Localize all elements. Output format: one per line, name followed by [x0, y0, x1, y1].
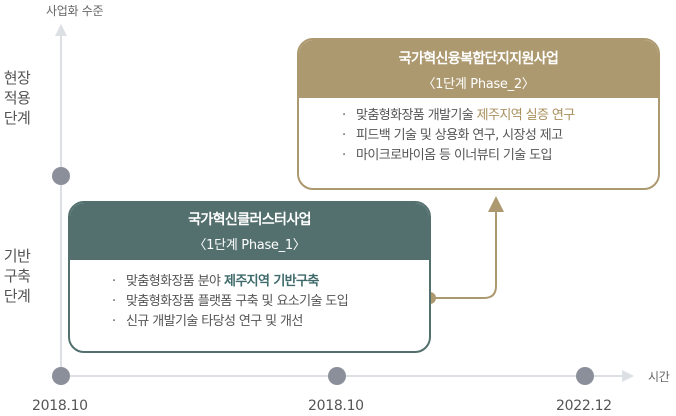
item-text: 맞춤형화장품 개발기술: [356, 108, 477, 123]
list-item: · 신규 개발기술 타당성 연구 및 개선: [112, 312, 429, 332]
timeline-dot-3: [576, 367, 594, 385]
list-item: · 마이크로바이옴 등 이너뷰티 기술 도입: [342, 146, 658, 166]
tick-label-1: 2018.10: [32, 398, 88, 414]
bullet-mark: ·: [112, 274, 116, 289]
level-label-line: 구축: [3, 267, 31, 285]
level-label-field: 현장 적용 단계: [0, 68, 37, 128]
phase-2-title: 국가혁신융복합단지지원사업: [398, 51, 559, 67]
x-axis-arrow: [622, 370, 634, 382]
list-item: · 맞춤형화장품 분야 제주지역 기반구축: [112, 272, 429, 292]
item-text: 마이크로바이옴 등 이너뷰티 기술 도입: [356, 148, 552, 163]
item-text: 신규 개발기술 타당성 연구 및 개선: [126, 314, 303, 329]
y-axis-title: 사업화 수준: [46, 4, 104, 18]
level-label-line: 단계: [3, 109, 31, 127]
phase-1-subtitle: 〈1단계 Phase_1〉: [193, 238, 306, 253]
phase-1-title: 국가혁신클러스터사업: [188, 212, 311, 228]
phase-1-header: 국가혁신클러스터사업 〈1단계 Phase_1〉: [70, 203, 429, 260]
item-text: 피드백 기술 및 상용화 연구, 시장성 제고: [356, 128, 563, 143]
level-label-line: 단계: [3, 287, 31, 305]
item-text: 맞춤형화장품 플랫폼 구축 및 요소기술 도입: [126, 294, 349, 309]
bullet-mark: ·: [112, 294, 116, 309]
bullet-mark: ·: [112, 314, 116, 329]
list-item: · 맞춤형화장품 플랫폼 구축 및 요소기술 도입: [112, 292, 429, 312]
phase-1-card: 국가혁신클러스터사업 〈1단계 Phase_1〉 · 맞춤형화장품 분야 제주지역…: [68, 201, 431, 353]
phase-2-subtitle: 〈1단계 Phase_2〉: [422, 77, 535, 92]
list-item: · 피드백 기술 및 상용화 연구, 시장성 제고: [342, 126, 658, 146]
tick-label-3: 2022.12: [556, 398, 612, 414]
item-highlight: 제주지역 기반구축: [223, 274, 319, 289]
bullet-mark: ·: [342, 108, 346, 123]
list-item: · 맞춤형화장품 개발기술 제주지역 실증 연구: [342, 106, 658, 126]
timeline-dot-1: [52, 367, 70, 385]
y-axis-arrow: [55, 24, 67, 36]
phase-connector-arrow: [488, 196, 504, 212]
level-label-line: 현장: [3, 69, 31, 87]
bullet-mark: ·: [342, 128, 346, 143]
phase-1-items: · 맞춤형화장품 분야 제주지역 기반구축 · 맞춤형화장품 플랫폼 구축 및 요소…: [70, 260, 429, 332]
phase-connector-line: [430, 212, 497, 299]
tick-label-2: 2018.10: [308, 398, 364, 414]
level-label-line: 적용: [3, 89, 31, 107]
timeline-dot-2: [328, 367, 346, 385]
level-dot-field: [52, 167, 70, 185]
bullet-mark: ·: [342, 148, 346, 163]
item-text: 맞춤형화장품 분야: [126, 274, 224, 289]
x-axis-title: 시간: [648, 370, 670, 384]
item-highlight: 제주지역 실증 연구: [476, 108, 576, 123]
phase-2-header: 국가혁신융복합단지지원사업 〈1단계 Phase_2〉: [299, 40, 658, 98]
level-label-line: 기반: [3, 247, 31, 265]
level-label-base: 기반 구축 단계: [0, 246, 37, 306]
phase-2-card: 국가혁신융복합단지지원사업 〈1단계 Phase_2〉 · 맞춤형화장품 개발기술…: [297, 38, 660, 190]
phase-2-items: · 맞춤형화장품 개발기술 제주지역 실증 연구 · 피드백 기술 및 상용화 연구…: [299, 98, 658, 166]
